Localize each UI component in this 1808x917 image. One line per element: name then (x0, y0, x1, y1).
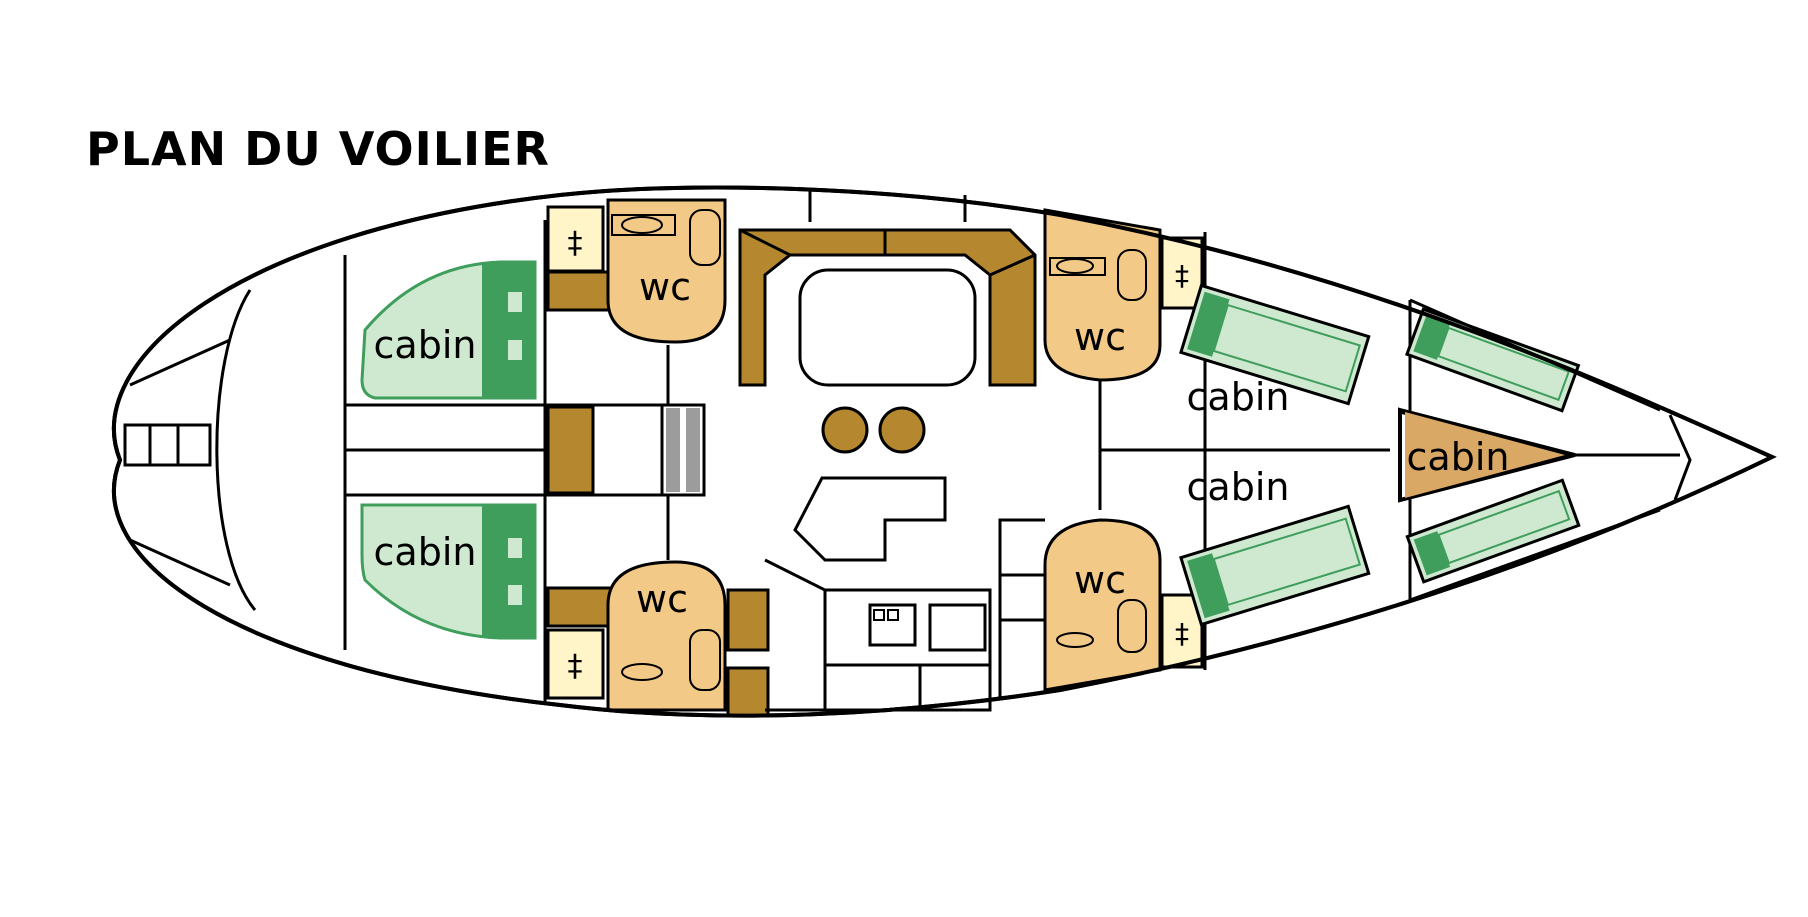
aft-cabin-bottom: cabin (360, 503, 537, 640)
wood-galley-block-2 (726, 666, 770, 718)
locker-aft-top: ‡ (546, 205, 605, 273)
wc-label-fwd-bottom: wc (1074, 558, 1126, 602)
stern-transom (215, 289, 257, 611)
stool-2 (878, 406, 926, 454)
bow-inner-line (1668, 414, 1692, 501)
cabin-label-aft-bottom: cabin (374, 530, 477, 574)
saloon-table (798, 268, 977, 387)
wc-aft-top: wc (606, 198, 727, 344)
locker-mid-bottom: ‡ (1160, 593, 1204, 669)
locker-mid-top: ‡ (1160, 236, 1204, 310)
wood-shelf-aft-bottom (546, 586, 615, 628)
berth-fwd-top (1179, 283, 1371, 406)
stove (873, 609, 899, 621)
cabin-label-fwd-bottom: cabin (1187, 465, 1290, 509)
wood-galley-block-1 (726, 588, 770, 652)
berth-bow-bottom (1405, 478, 1581, 584)
svg-text:‡: ‡ (568, 226, 583, 261)
berth-fwd-bottom (1179, 504, 1371, 627)
wc-label-aft-top: wc (639, 265, 691, 309)
wc-fwd-top: wc (1043, 208, 1162, 382)
galley (764, 476, 992, 712)
stern-step (129, 338, 231, 587)
companionway-ladder (660, 403, 706, 497)
svg-text:‡: ‡ (1175, 617, 1189, 650)
berth-bow-top (1405, 307, 1581, 413)
stool-1 (821, 406, 869, 454)
wc-aft-bottom: wc (606, 560, 727, 712)
cabin-label-bow: cabin (1407, 435, 1510, 479)
bow-cabin: cabin (1398, 407, 1576, 503)
stern-ladder (123, 423, 212, 467)
wc-fwd-bottom: wc (1043, 518, 1162, 692)
saloon-settee (738, 228, 1037, 387)
plan-title: PLAN DU VOILIER (86, 122, 550, 176)
svg-text:‡: ‡ (568, 649, 583, 684)
aft-cabin-top: cabin (360, 260, 537, 400)
wc-label-fwd-top: wc (1074, 315, 1126, 359)
locker-aft-bottom: ‡ (546, 628, 605, 700)
svg-text:‡: ‡ (1175, 259, 1189, 292)
wood-step (546, 405, 595, 495)
wc-label-aft-bottom: wc (636, 577, 688, 621)
wood-shelf-aft-top (546, 270, 615, 312)
cabin-label-aft-top: cabin (374, 323, 477, 367)
cabin-label-fwd-top: cabin (1187, 375, 1290, 419)
